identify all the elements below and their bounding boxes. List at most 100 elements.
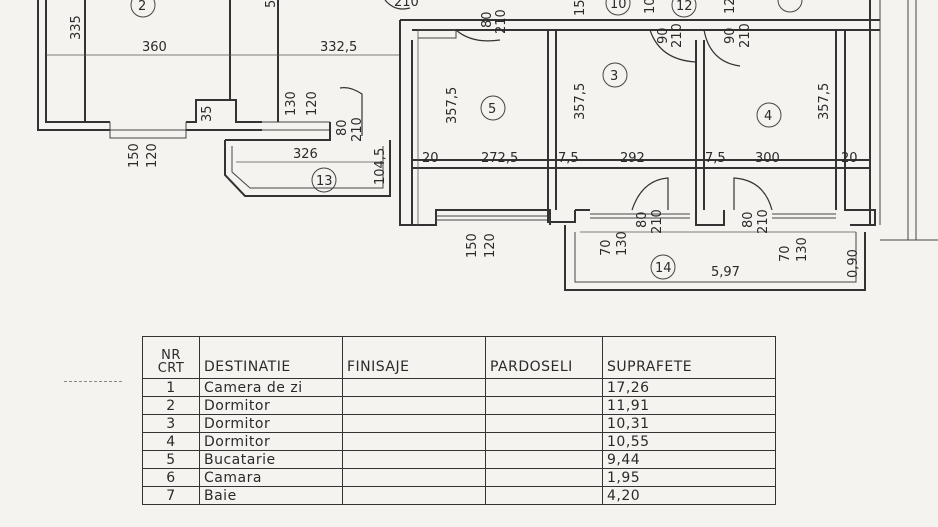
cell-finisaje <box>342 468 486 487</box>
door-swing-top-left <box>384 0 411 10</box>
dim-326: 326 <box>293 147 318 162</box>
left-wing-walls <box>37 0 400 141</box>
dim-130-b: 130 <box>615 231 630 256</box>
dim-210-top: 210 <box>394 0 419 10</box>
dim-20-a: 20 <box>422 151 439 166</box>
header-suprafete: SUPRAFETE <box>602 336 776 379</box>
cell-finisaje <box>342 486 486 505</box>
dim-150-a: 150 <box>127 143 142 168</box>
dim-35: 35 <box>200 105 215 122</box>
dim-70-a: 70 <box>599 239 614 256</box>
room-5-label: 5 <box>488 102 496 117</box>
cell-destinatie: Camara <box>199 468 343 487</box>
dim-332-5: 332,5 <box>320 40 357 55</box>
cell-nr: 4 <box>142 432 200 451</box>
header-destinatie: DESTINATIE <box>199 336 343 379</box>
cell-pardoseli <box>485 450 603 469</box>
room-3-label: 3 <box>610 69 618 84</box>
dim-360: 360 <box>142 40 167 55</box>
cell-finisaje <box>342 396 486 415</box>
header-nr-line2: CRT <box>157 361 185 376</box>
dim-210-d: 210 <box>350 117 365 142</box>
cell-suprafata: 9,44 <box>602 450 776 469</box>
room-10-label: 10 <box>610 0 627 12</box>
cell-finisaje <box>342 432 486 451</box>
dim-10: 10 <box>643 0 658 14</box>
dim-120-c: 120 <box>483 233 498 258</box>
door-swing-3 <box>649 29 697 63</box>
cell-suprafata: 1,95 <box>602 468 776 487</box>
cell-suprafata: 11,91 <box>602 396 776 415</box>
cell-destinatie: Dormitor <box>199 414 343 433</box>
dim-70-b: 70 <box>778 245 793 262</box>
dim-130-a: 130 <box>284 91 299 116</box>
cell-suprafata: 4,20 <box>602 486 776 505</box>
header-nr-line1: NR <box>161 348 181 363</box>
cell-nr: 6 <box>142 468 200 487</box>
cell-destinatie: Camera de zi <box>199 378 343 397</box>
cell-nr: 5 <box>142 450 200 469</box>
dim-300: 300 <box>755 151 780 166</box>
dim-90-b: 90 <box>723 27 738 44</box>
door-swing-left <box>339 87 363 136</box>
central-walls <box>399 0 881 226</box>
cell-destinatie: Baie <box>199 486 343 505</box>
balcony-14-outline <box>564 213 866 291</box>
room-12-label: 12 <box>676 0 693 14</box>
cell-finisaje <box>342 414 486 433</box>
cell-nr: 7 <box>142 486 200 505</box>
cell-pardoseli <box>485 378 603 397</box>
dim-80-d: 80 <box>741 211 756 228</box>
dim-104-5: 104,5 <box>373 148 388 185</box>
door-swing-4 <box>703 29 741 67</box>
cell-nr: 3 <box>142 414 200 433</box>
cell-pardoseli <box>485 396 603 415</box>
room-unlabeled-circle <box>777 0 803 13</box>
room-14-label: 14 <box>655 261 672 276</box>
cell-destinatie: Bucatarie <box>199 450 343 469</box>
dim-80-b: 80 <box>335 119 350 136</box>
dim-90-a: 90 <box>656 27 671 44</box>
header-nr-crt: NR CRT <box>142 336 200 379</box>
table-row: 2 Dormitor 11,91 <box>142 396 776 415</box>
room-5-circle <box>480 95 506 121</box>
right-edge-walls <box>880 0 938 241</box>
table-row: 4 Dormitor 10,55 <box>142 432 776 451</box>
header-finisaje: FINISAJE <box>342 336 486 379</box>
cell-destinatie: Dormitor <box>199 396 343 415</box>
dim-335: 335 <box>69 15 84 40</box>
dim-5-97: 5,97 <box>711 265 740 280</box>
dim-210-c: 210 <box>738 23 753 48</box>
dim-0-90: 0,90 <box>846 249 861 278</box>
table-header-row: NR CRT DESTINATIE FINISAJE PARDOSELI SUP… <box>142 336 776 379</box>
room-13-circle <box>311 167 337 193</box>
floor-plan: 2 5 3 4 13 14 10 12 360 332,5 326 20 272… <box>37 0 938 291</box>
cell-pardoseli <box>485 486 603 505</box>
dim-210-b: 210 <box>670 23 685 48</box>
table-row: 6 Camara 1,95 <box>142 468 776 487</box>
room-4-circle <box>756 102 782 128</box>
dim-120-b: 120 <box>145 143 160 168</box>
door-swing-bottom-3 <box>631 177 669 211</box>
dim-5: 5 <box>264 0 279 8</box>
dim-7-5-a: 7,5 <box>558 151 579 166</box>
room-10-circle <box>605 0 631 16</box>
dim-210-a: 210 <box>494 9 509 34</box>
dim-150-b: 150 <box>465 233 480 258</box>
header-pardoseli: PARDOSELI <box>485 336 603 379</box>
dim-272-5: 272,5 <box>481 151 518 166</box>
balcony-13-outline <box>224 140 391 197</box>
dim-357-5-b: 357,5 <box>573 83 588 120</box>
cell-nr: 2 <box>142 396 200 415</box>
cell-suprafata: 10,31 <box>602 414 776 433</box>
room-2-circle <box>130 0 156 18</box>
cell-pardoseli <box>485 432 603 451</box>
dim-357-5-c: 357,5 <box>817 83 832 120</box>
cell-nr: 1 <box>142 378 200 397</box>
room-14-circle <box>650 254 676 280</box>
cell-suprafata: 17,26 <box>602 378 776 397</box>
dim-7-5-b: 7,5 <box>705 151 726 166</box>
table-row: 5 Bucatarie 9,44 <box>142 450 776 469</box>
dim-120-a: 120 <box>305 91 320 116</box>
dim-15: 15 <box>573 0 588 16</box>
